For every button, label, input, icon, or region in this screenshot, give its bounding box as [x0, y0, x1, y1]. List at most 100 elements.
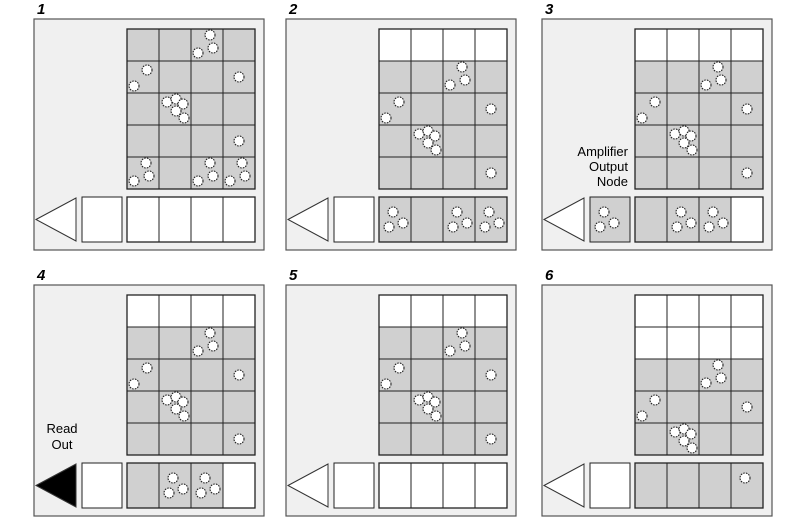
electron	[413, 394, 425, 406]
electron	[141, 362, 153, 374]
electron	[461, 217, 473, 229]
electron	[598, 206, 610, 218]
electron	[715, 74, 727, 86]
pixel-cell	[666, 358, 700, 392]
pixel-cell	[378, 294, 412, 328]
register-cell	[158, 196, 192, 243]
serial-register	[378, 462, 508, 509]
panel-number: 1	[37, 1, 45, 18]
pixel-cell	[126, 422, 160, 456]
pixel-cell	[158, 358, 192, 392]
electron	[397, 217, 409, 229]
electron	[451, 206, 463, 218]
electron	[444, 79, 456, 91]
pixel-cell	[190, 92, 224, 126]
pixel-cell	[410, 28, 444, 62]
pixel-grid-frame	[126, 294, 256, 456]
electron	[707, 206, 719, 218]
register-frame	[634, 462, 764, 509]
panel-number: 3	[545, 1, 554, 18]
electron	[204, 327, 216, 339]
electron	[128, 175, 140, 187]
register-cell	[634, 462, 668, 509]
register-cell	[126, 196, 160, 243]
electron	[170, 93, 182, 105]
output-node	[81, 462, 123, 509]
pixel-cell	[378, 124, 412, 158]
pixel-cell	[158, 60, 192, 94]
pixel-cell	[378, 326, 412, 360]
electron	[207, 42, 219, 54]
electron	[430, 410, 442, 422]
electron	[678, 125, 690, 137]
pixel-cell	[190, 60, 224, 94]
pixel-cell	[634, 28, 668, 62]
register-frame	[126, 196, 256, 243]
pixel-cell	[730, 326, 764, 360]
electron	[429, 130, 441, 142]
electron	[485, 167, 497, 179]
electron	[712, 61, 724, 73]
pixel-cell	[158, 156, 192, 190]
pixel-cell	[442, 422, 476, 456]
pixel-grid	[126, 294, 256, 456]
electron	[459, 340, 471, 352]
electron	[700, 79, 712, 91]
readout-triangle-icon	[286, 197, 329, 242]
pixel-grid	[378, 294, 508, 456]
electron	[233, 369, 245, 381]
pixel-cell	[730, 358, 764, 392]
pixel-cell	[126, 92, 160, 126]
pixel-cell	[126, 28, 160, 62]
panel-number: 6	[545, 267, 554, 284]
electron	[128, 378, 140, 390]
electron	[170, 403, 182, 415]
pixel-cell	[158, 326, 192, 360]
pixel-cell	[474, 124, 508, 158]
pixel-cell	[378, 156, 412, 190]
electron	[161, 394, 173, 406]
panel-6: 6	[541, 267, 773, 517]
electron	[140, 157, 152, 169]
pixel-cell	[442, 358, 476, 392]
pixel-cell	[378, 28, 412, 62]
electron	[233, 71, 245, 83]
electron	[444, 345, 456, 357]
pixel-cell	[634, 294, 668, 328]
electron	[128, 80, 140, 92]
pixel-cell	[442, 390, 476, 424]
electron	[233, 135, 245, 147]
pixel-cell	[158, 422, 192, 456]
output-node	[333, 462, 375, 509]
register-cell	[378, 462, 412, 509]
panel-5: 5	[285, 267, 517, 517]
pixel-cell	[698, 294, 732, 328]
register-cell	[410, 462, 444, 509]
register-frame	[126, 462, 256, 509]
pixel-grid-frame	[634, 28, 764, 190]
electron	[195, 487, 207, 499]
electron	[741, 401, 753, 413]
electron	[170, 391, 182, 403]
pixel-cell	[474, 390, 508, 424]
pixel-cell	[698, 28, 732, 62]
electron	[669, 426, 681, 438]
pixel-cell	[474, 28, 508, 62]
annotation-line: Amplifier	[577, 144, 628, 159]
panel-number: 5	[289, 267, 298, 284]
pixel-cell	[222, 28, 256, 62]
register-cell	[730, 462, 764, 509]
electron	[712, 359, 724, 371]
electron	[413, 128, 425, 140]
pixel-cell	[190, 422, 224, 456]
electron	[669, 128, 681, 140]
register-frame	[378, 462, 508, 509]
readout-triangle-icon	[34, 197, 77, 242]
pixel-cell	[474, 326, 508, 360]
electron	[429, 396, 441, 408]
panel-1: 1	[33, 1, 265, 251]
output-node	[589, 462, 631, 509]
